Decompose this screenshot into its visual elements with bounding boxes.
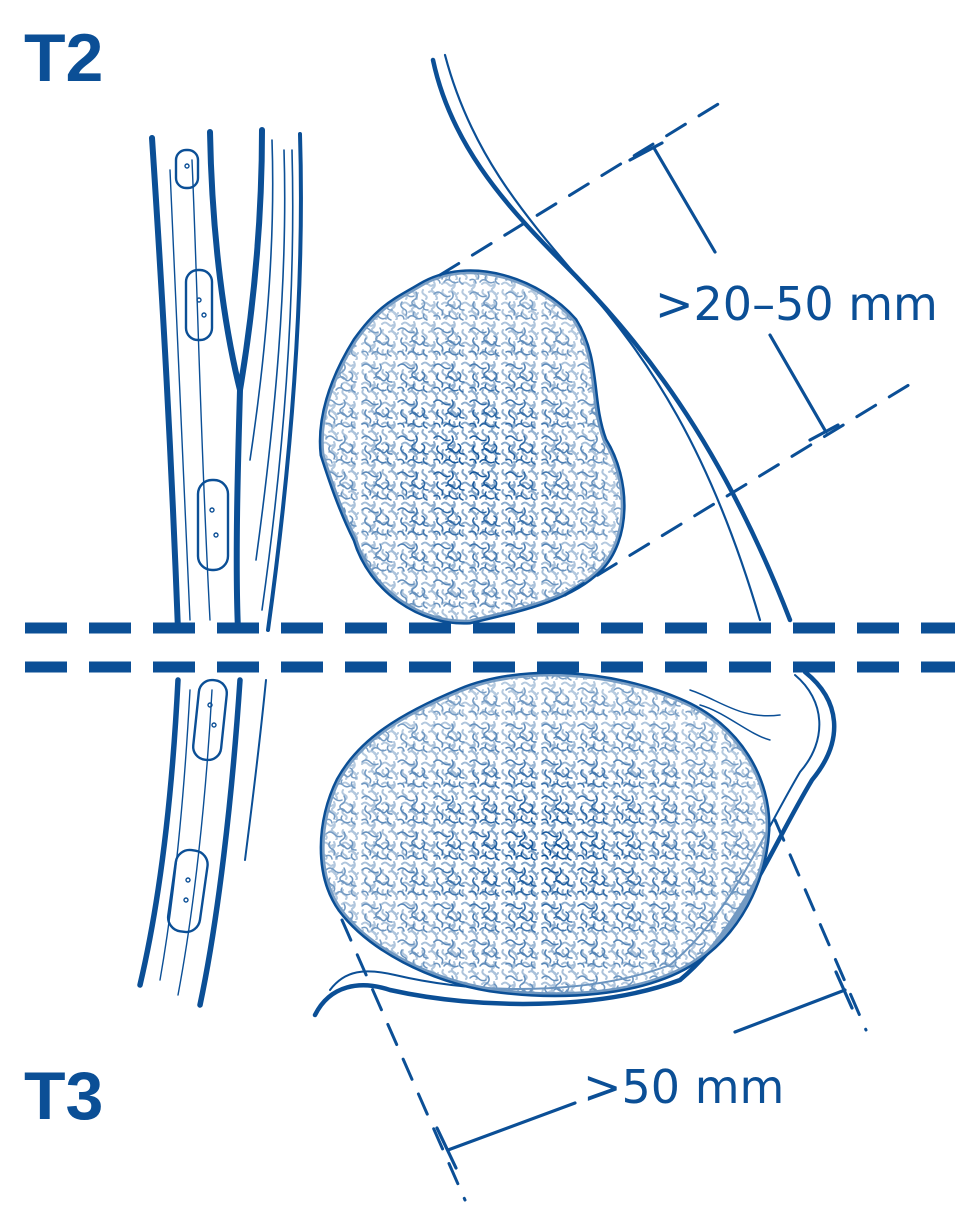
t3-panel: >50 mm [140, 672, 866, 1200]
t2-tumor [321, 272, 623, 622]
t3-stage-label: T3 [24, 1062, 103, 1130]
t3-dimension-line [448, 1103, 575, 1150]
t2-chest-wall [152, 130, 301, 630]
t3-tumor [322, 674, 768, 995]
t2-panel: >20–50 mm [152, 55, 938, 630]
t2-stage-label: T2 [24, 24, 103, 92]
t3-chest-wall [140, 679, 266, 1005]
t3-measurement-label: >50 mm [583, 1060, 784, 1114]
t2-measurement-label: >20–50 mm [655, 277, 938, 331]
t2-dimension-line [654, 148, 715, 252]
panel-separator [25, 628, 955, 667]
